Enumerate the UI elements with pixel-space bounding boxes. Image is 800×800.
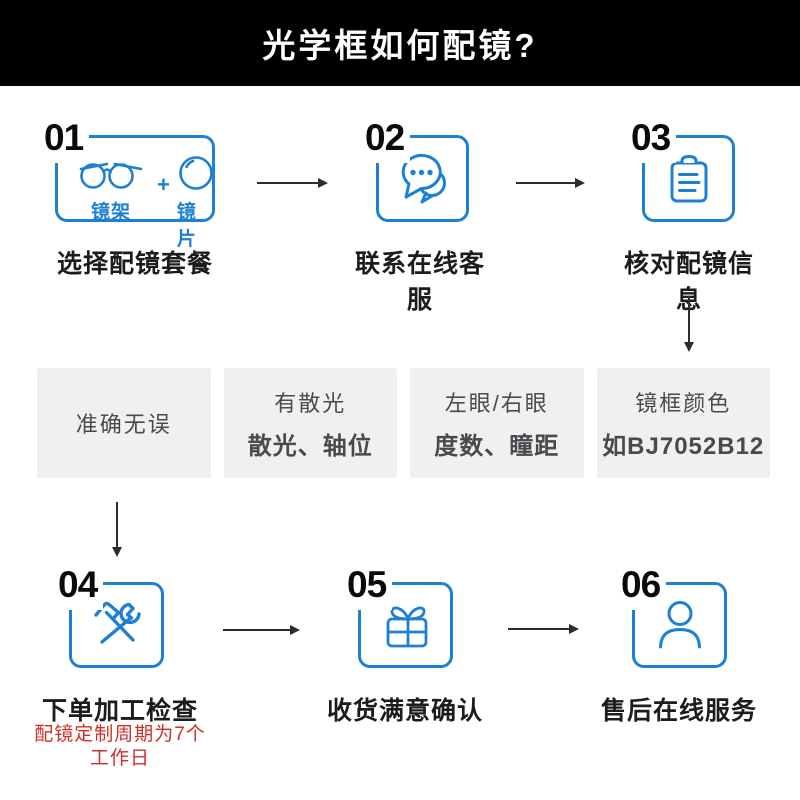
package-contents: 镜架 + 镜片: [58, 138, 213, 250]
info-line: 左眼/右眼: [444, 390, 549, 416]
step-06-box: 06: [619, 566, 727, 668]
step-02: 02 联系在线客服: [355, 113, 485, 314]
info-box-eyes: 左眼/右眼 度数、瞳距: [410, 368, 584, 478]
step-06-label: 售后在线服务: [600, 697, 757, 725]
lens-label: 镜片: [176, 202, 197, 250]
lens-icon: [177, 152, 215, 194]
info-line: 散光、轴位: [247, 432, 373, 460]
header-bar: 光学框如何配镜?: [0, 0, 800, 86]
step-03-number: 03: [629, 119, 677, 163]
hammer-wrench-icon: [89, 598, 145, 652]
step-01-label: 选择配镜套餐: [56, 250, 213, 278]
note-line-1: 配镜定制周期为7个: [34, 724, 206, 745]
info-box-astigmatism: 有散光 散光、轴位: [223, 368, 397, 478]
step-02-label: 联系在线客服: [355, 250, 486, 314]
glasses-frame-icon: [72, 152, 150, 194]
step-03-box: 03: [629, 119, 735, 222]
step-04: 04 下单加工检查: [35, 561, 205, 726]
step-03: 03 核对配镜信息: [624, 113, 754, 314]
arrow-step4-to-step5: [223, 625, 300, 635]
clipboard-icon: [664, 153, 714, 205]
step-05-number: 05: [345, 566, 393, 610]
gift-box-icon: [380, 598, 432, 652]
step-03-label: 核对配镜信息: [624, 250, 755, 314]
info-line: 如BJ7052B12: [602, 432, 765, 460]
note-line-2: 工作日: [89, 748, 150, 769]
info-box-accuracy: 准确无误: [37, 368, 211, 478]
arrow-step5-to-step6: [508, 624, 579, 634]
frame-label: 镜架: [90, 202, 131, 223]
arrow-step3-to-info: [684, 296, 694, 352]
info-line: 镜框颜色: [635, 390, 732, 416]
step-04-box: 04: [56, 566, 164, 668]
step-02-number: 02: [363, 119, 411, 163]
arrow-info-to-step4: [112, 502, 122, 557]
arrow-step1-to-step2: [257, 178, 328, 188]
step-05: 05 收货满意确认: [320, 561, 490, 726]
step-02-box: 02: [363, 119, 469, 222]
step-01: 01 镜架 +: [35, 113, 235, 278]
info-line: 准确无误: [75, 412, 172, 437]
chat-bubbles-icon: [394, 151, 452, 207]
page-title: 光学框如何配镜?: [262, 27, 538, 64]
step-01-box: 01 镜架 +: [42, 119, 215, 250]
step-05-label: 收货满意确认: [326, 697, 483, 725]
step-04-number: 04: [56, 566, 104, 610]
customization-cycle-note: 配镜定制周期为7个 工作日: [30, 723, 210, 771]
frame-option: 镜架: [72, 152, 150, 224]
info-line: 度数、瞳距: [434, 432, 560, 460]
glasses-info-row: 准确无误 有散光 散光、轴位 左眼/右眼 度数、瞳距 镜框颜色 如BJ7052B…: [37, 368, 770, 478]
arrow-step2-to-step3: [516, 178, 585, 188]
step-01-number: 01: [42, 119, 90, 163]
step-05-box: 05: [345, 566, 453, 668]
plus-sign: +: [157, 172, 170, 197]
step-06-number: 06: [619, 566, 667, 610]
lens-option: 镜片: [177, 152, 215, 251]
info-box-frame-color: 镜框颜色 如BJ7052B12: [596, 368, 770, 478]
info-line: 有散光: [274, 390, 347, 416]
person-icon: [656, 599, 704, 651]
step-04-label: 下单加工检查: [41, 697, 198, 725]
step-06: 06 售后在线服务: [594, 561, 764, 726]
